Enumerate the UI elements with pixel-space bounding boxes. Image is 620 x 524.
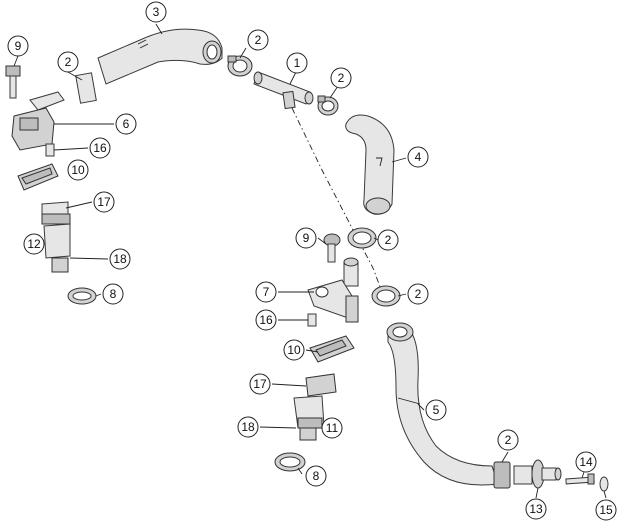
callout-label-8: 8 [110,287,117,301]
callout-18: 18 [109,248,131,270]
callout-6: 6 [115,113,137,135]
callout-17: 17 [249,373,271,395]
callout-2: 2 [330,67,352,89]
callout-3: 3 [145,1,167,23]
callout-2: 2 [377,229,399,251]
hose-clamp-part-2-lower [371,285,401,307]
hose-clamp-part-2-center [347,227,377,249]
callout-label-4: 4 [415,150,422,164]
clip-part-10-center [309,335,355,363]
hose-clamp-part-2-right [317,95,339,116]
t-connector-part-1 [253,71,314,110]
callout-label-2: 2 [415,287,422,301]
hose-clamp-part-2-top [227,55,253,77]
callout-17: 17 [93,191,115,213]
clip-part-10-left [17,163,59,191]
callout-8: 8 [102,283,124,305]
callout-label-9: 9 [303,231,310,245]
callout-label-1: 1 [294,56,301,70]
callout-label-15: 15 [599,503,613,517]
injector-left-part-12 [41,201,71,273]
callout-label-10: 10 [287,343,301,357]
callout-label-9: 9 [15,39,22,53]
callout-label-13: 13 [529,502,543,516]
callout-5: 5 [425,399,447,421]
callout-label-2: 2 [505,433,512,447]
callout-16: 16 [89,137,111,159]
ring-part-8-left [67,287,97,305]
callout-label-2: 2 [338,71,345,85]
sleeve-part-2-left [75,72,97,104]
callout-11: 11 [321,417,343,439]
callout-label-17: 17 [97,195,111,209]
callout-label-3: 3 [153,5,160,19]
injector-holder-part-6 [11,91,65,151]
elbow-hose-part-4 [345,114,395,215]
callout-label-18: 18 [241,420,255,434]
sleeve-part-2-lower-right [493,461,511,489]
callout-2: 2 [247,29,269,51]
callout-18: 18 [237,416,259,438]
callout-1: 1 [286,52,308,74]
callout-9: 9 [295,227,317,249]
callout-label-10: 10 [71,163,85,177]
callout-14: 14 [575,451,597,473]
callout-4: 4 [407,146,429,168]
callout-8: 8 [305,465,327,487]
callout-label-5: 5 [433,403,440,417]
callout-10: 10 [283,339,305,361]
screw-part-9-center [323,233,341,263]
ring-part-8-center [274,452,306,472]
injector-holder-part-7 [307,257,359,323]
callout-2: 2 [407,283,429,305]
callout-label-6: 6 [123,117,130,131]
callout-16: 16 [255,309,277,331]
o-ring-part-15 [599,476,609,492]
callout-label-16: 16 [259,313,273,327]
pin-part-14 [565,473,595,485]
callout-10: 10 [67,159,89,181]
callout-label-16: 16 [93,141,107,155]
injector-center-part-11 [293,373,337,441]
callout-2: 2 [497,429,519,451]
assembly-axis-line [291,107,383,293]
callout-label-14: 14 [579,455,593,469]
callout-7: 7 [255,281,277,303]
callout-label-12: 12 [27,237,41,251]
fitting-part-13 [513,459,562,489]
callout-9: 9 [7,35,29,57]
callout-label-11: 11 [326,421,339,435]
screw-part-9-left [5,65,21,99]
hose-upper-part-3 [97,28,223,85]
callout-2: 2 [57,51,79,73]
callout-label-2: 2 [385,233,392,247]
seal-part-16-center [307,313,317,327]
callout-label-18: 18 [113,252,127,266]
callout-label-2: 2 [255,33,262,47]
callout-15: 15 [595,499,617,521]
callout-13: 13 [525,498,547,520]
callout-label-8: 8 [313,469,320,483]
callout-label-17: 17 [253,377,267,391]
long-hose-part-5 [386,322,499,486]
callout-label-2: 2 [65,55,72,69]
callout-label-7: 7 [263,285,270,299]
seal-part-16-left [45,143,55,157]
callout-12: 12 [23,233,45,255]
